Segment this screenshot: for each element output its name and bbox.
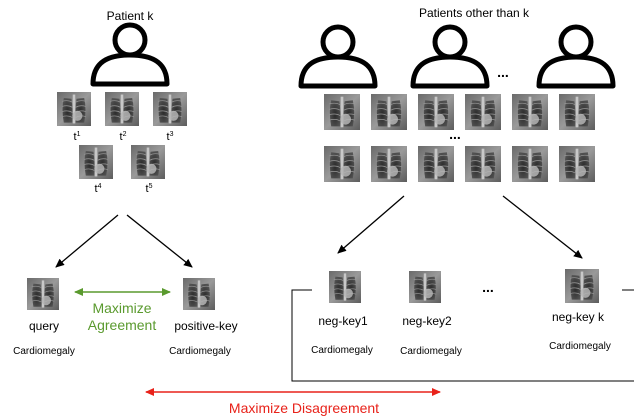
patient-k-person-icon — [90, 22, 170, 87]
xray-query — [26, 278, 60, 310]
xray-other-r2-6 — [558, 146, 596, 182]
query-label: query — [29, 319, 59, 333]
xray-neg-key1 — [328, 271, 362, 303]
xray-t4 — [78, 145, 114, 179]
patient-k-title: Patient k — [107, 9, 155, 23]
other-patient-icon-1 — [298, 24, 378, 89]
xray-neg-key2 — [408, 271, 442, 303]
agreement-label-line1: Maximize — [92, 300, 151, 316]
xray-other-r1-6 — [558, 94, 596, 130]
other-patient-icon-2 — [410, 24, 490, 89]
xray-other-r2-1 — [323, 146, 361, 182]
xray-other-r1-5 — [511, 94, 549, 130]
xray-positive-key — [182, 278, 216, 310]
neg-keyk-label: neg-key k — [552, 310, 605, 324]
arrow-to-neg-key1 — [337, 195, 405, 254]
other-patients-title: Patients other than k — [419, 6, 530, 20]
time-label-t3: t3 — [167, 131, 174, 143]
key-ellipsis: ... — [482, 279, 494, 295]
time-label-t1: t1 — [74, 131, 81, 143]
other-patient-icon-3 — [536, 24, 616, 89]
row-ellipsis: ... — [449, 126, 461, 142]
query-class: Cardiomegaly — [13, 346, 75, 357]
xray-t1 — [56, 92, 92, 126]
time-label-t2: t2 — [120, 131, 127, 143]
neg-key1-class: Cardiomegaly — [311, 345, 373, 356]
xray-t2 — [104, 92, 140, 126]
xray-other-r1-3 — [417, 94, 455, 130]
xray-other-r1-1 — [323, 94, 361, 130]
xray-neg-keyk — [564, 269, 600, 303]
xray-other-r2-4 — [464, 146, 502, 182]
xray-other-r2-3 — [417, 146, 455, 182]
xray-other-r1-2 — [370, 94, 408, 130]
negatives-bracket — [291, 289, 634, 382]
neg-key1-label: neg-key1 — [318, 314, 368, 328]
arrow-to-positive-key — [126, 214, 193, 268]
arrow-to-query — [55, 214, 119, 268]
neg-keyk-class: Cardiomegaly — [549, 341, 611, 352]
xray-other-r1-4 — [464, 94, 502, 130]
arrow-to-neg-keyk — [502, 195, 583, 259]
positive-key-class: Cardiomegaly — [169, 346, 231, 357]
time-label-t5: t5 — [146, 183, 153, 195]
neg-key2-class: Cardiomegaly — [400, 346, 462, 357]
xray-other-r2-5 — [511, 146, 549, 182]
neg-key2-label: neg-key2 — [402, 314, 452, 328]
agreement-label-line2: Agreement — [88, 317, 157, 333]
xray-other-r2-2 — [370, 146, 408, 182]
person-ellipsis: ... — [497, 64, 509, 80]
disagreement-label: Maximize Disagreement — [229, 400, 379, 416]
positive-key-label: positive-key — [174, 319, 237, 333]
time-label-t4: t4 — [95, 183, 102, 195]
xray-t5 — [130, 145, 166, 179]
xray-t3 — [152, 92, 188, 126]
